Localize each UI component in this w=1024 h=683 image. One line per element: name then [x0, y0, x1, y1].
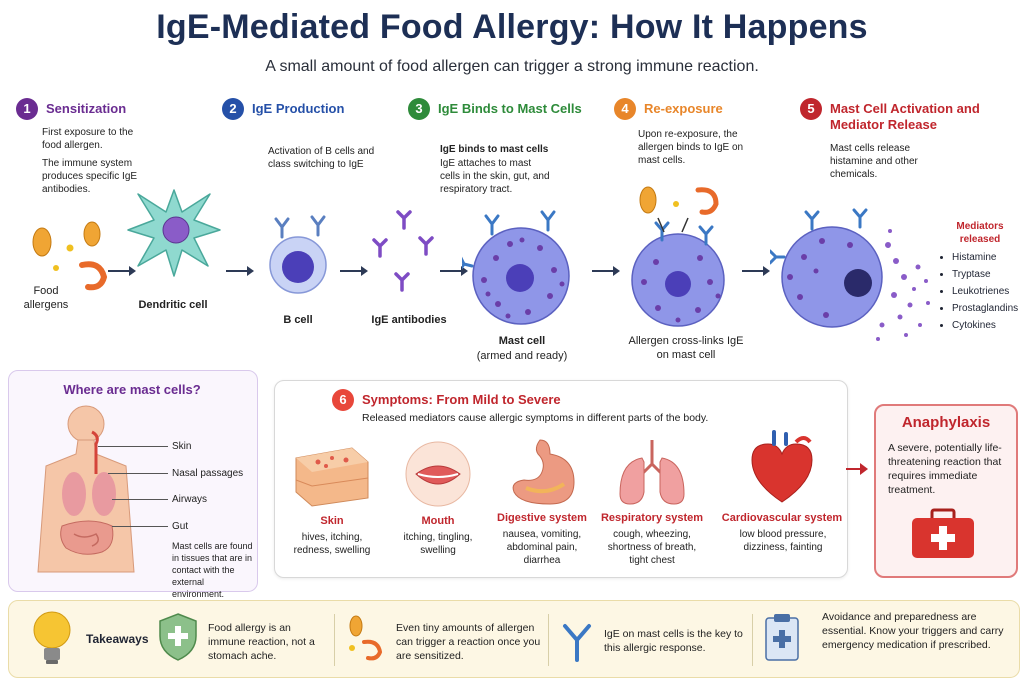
anaphylaxis-arrow [846, 468, 864, 470]
dendritic-cell-label: Dendritic cell [138, 299, 208, 311]
anaphylaxis-arrow-head [860, 463, 868, 475]
symptom-digestive-name: Digestive system [497, 512, 587, 524]
step-5-title: Mast Cell Activation and Mediator Releas… [830, 101, 980, 132]
symptom-respiratory-name: Respiratory system [600, 512, 704, 524]
takeaways-label: Takeaways [86, 632, 149, 646]
antibody-icon [563, 624, 591, 662]
symptom-skin-name: Skin [320, 515, 344, 527]
symptom-skin-desc: hives, itching, redness, swelling [293, 532, 371, 556]
skin-leader-line [98, 446, 168, 447]
step-4-text: Upon re-exposure, the allergen binds to … [638, 129, 744, 166]
step-5-text: Mast cells release histamine and other c… [830, 143, 918, 180]
dendritic-cell-icon [127, 189, 221, 277]
activated-mast-cell-icon [770, 208, 930, 341]
divider [334, 614, 335, 666]
symptom-mouth-name: Mouth [421, 515, 455, 527]
arrow-6 [742, 266, 770, 276]
step-3-text: IgE attaches to mast cells in the skin, … [440, 158, 550, 195]
divider [752, 614, 753, 666]
ige-antibodies-label: IgE antibodies [371, 314, 447, 326]
arrow-3 [340, 266, 368, 276]
mast-label-airways: Airways [172, 494, 208, 505]
step-5-number: 5 [800, 98, 822, 120]
skin-icon [295, 447, 369, 507]
food-allergens-icon [32, 221, 108, 291]
step-1-text-2: The immune system produces specific IgE … [42, 158, 138, 195]
mast-cells-note: Mast cells are found in tissues that are… [172, 541, 253, 599]
page-subtitle: A small amount of food allergen can trig… [265, 58, 759, 75]
ige-antibodies-icon [372, 210, 434, 292]
mast-label-gut: Gut [172, 521, 189, 532]
first-aid-kit-icon [912, 508, 974, 558]
mast-cells-title: Where are mast cells? [63, 382, 201, 397]
gut-leader-line [112, 526, 168, 527]
mediator-item: Leukotrienes [952, 283, 1018, 300]
step-6-number: 6 [332, 389, 354, 411]
page-title: IgE-Mediated Food Allergy: How It Happen… [156, 8, 868, 46]
mast-label-nasal: Nasal passages [172, 468, 244, 479]
divider [548, 614, 549, 666]
arrow-1 [108, 266, 136, 276]
step-4-title: Re-exposure [644, 101, 723, 116]
step-4-number: 4 [614, 98, 636, 120]
mast-label-skin: Skin [172, 441, 192, 452]
mediators-title: Mediators released [956, 221, 1004, 245]
step-1-number: 1 [16, 98, 38, 120]
stomach-icon [512, 439, 575, 505]
step-3-text-bold: IgE binds to mast cells [440, 144, 549, 155]
step-2-text: Activation of B cells and class switchin… [268, 146, 375, 170]
airways-leader-line [112, 499, 168, 500]
step-1-title: Sensitization [46, 101, 127, 116]
step-2-title: IgE Production [252, 101, 345, 116]
allergen-foods-icon [349, 615, 383, 661]
arrow-2 [226, 266, 254, 276]
mast-cell-label: Mast cell [498, 335, 546, 347]
re-exposure-mast-cell-icon [631, 186, 725, 327]
clipboard-icon [765, 614, 799, 661]
mediator-item: Prostaglandins [952, 300, 1018, 317]
lungs-icon [619, 440, 685, 505]
step-3-title: IgE Binds to Mast Cells [438, 101, 582, 116]
mast-cell-sublabel: (armed and ready) [476, 350, 568, 362]
symptom-mouth-desc: itching, tingling, swelling [403, 532, 473, 556]
takeaway-2: Even tiny amounts of allergen can trigge… [396, 622, 541, 662]
mediator-item: Cytokines [952, 317, 1018, 334]
takeaway-3: IgE on mast cells is the key to this all… [604, 628, 743, 654]
symptoms-title: Symptoms: From Mild to Severe [362, 392, 561, 407]
symptoms-subtitle: Released mediators cause allergic sympto… [362, 412, 709, 424]
mediator-item: Histamine [952, 249, 1018, 266]
b-cell-label: B cell [283, 314, 313, 326]
human-body-icon [37, 405, 135, 573]
mast-cell-icon [462, 210, 570, 325]
step-1-text: First exposure to the food allergen. [42, 127, 134, 151]
lightbulb-icon [33, 611, 71, 664]
arrow-5 [592, 266, 620, 276]
symptom-respiratory-desc: cough, wheezing, shortness of breath, ti… [607, 529, 697, 566]
symptom-cardio-desc: low blood pressure, dizziness, fainting [739, 529, 827, 553]
shield-icon [159, 613, 197, 661]
heart-icon [751, 430, 813, 503]
b-cell-icon [269, 215, 327, 294]
step-2-number: 2 [222, 98, 244, 120]
food-allergens-label: Food allergens [23, 285, 69, 311]
mouth-icon [405, 441, 471, 507]
anaphylaxis-title: Anaphylaxis [901, 414, 991, 431]
anaphylaxis-text: A severe, potentially life-threatening r… [888, 442, 1002, 496]
nasal-leader-line [108, 473, 168, 474]
takeaway-1: Food allergy is an immune reaction, not … [208, 622, 315, 662]
symptom-cardio-name: Cardiovascular system [721, 512, 843, 524]
step-3-number: 3 [408, 98, 430, 120]
symptom-digestive-desc: nausea, vomiting, abdominal pain, diarrh… [502, 529, 582, 566]
anaphylaxis-panel [874, 404, 1018, 578]
cross-link-label: Allergen cross-links IgE on mast cell [628, 335, 744, 361]
mediator-item: Tryptase [952, 266, 1018, 283]
arrow-4 [440, 266, 468, 276]
mediators-list: Histamine Tryptase Leukotrienes Prostagl… [940, 249, 1018, 334]
takeaway-4: Avoidance and preparedness are essential… [822, 611, 1004, 651]
